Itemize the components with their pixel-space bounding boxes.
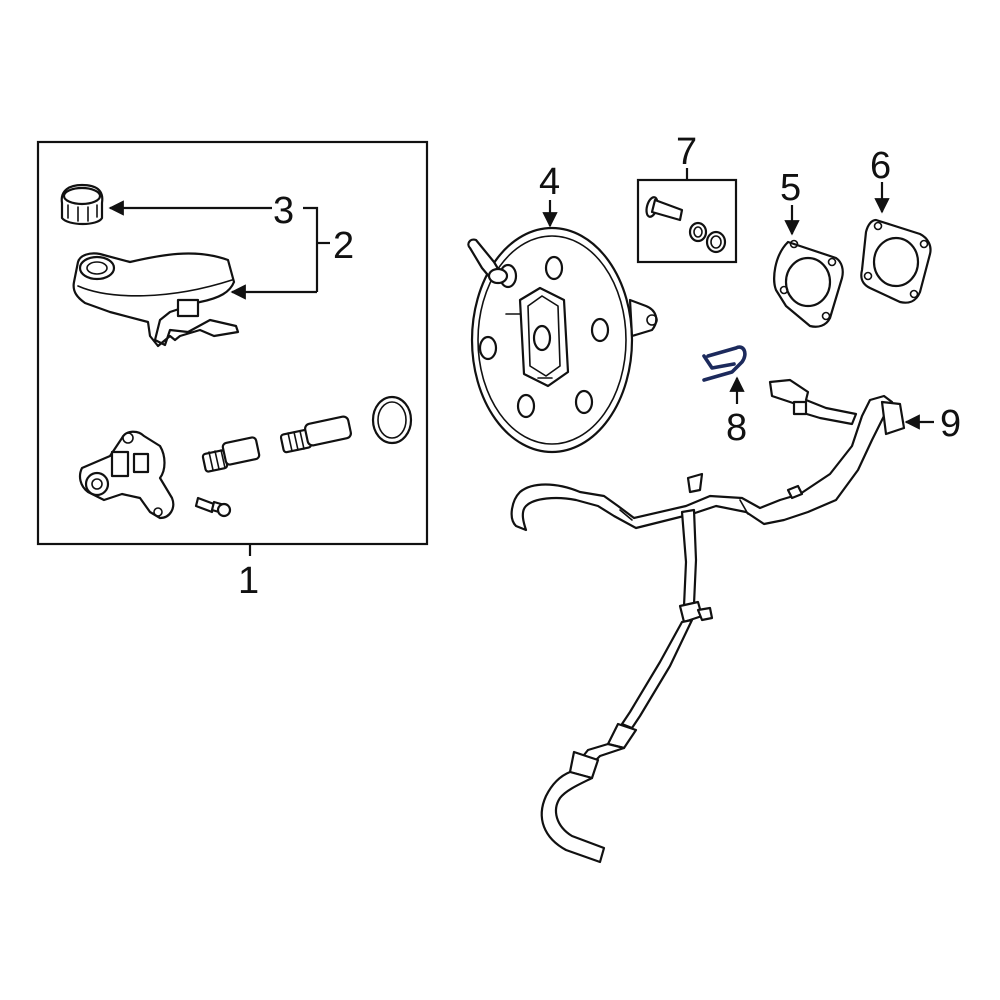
callout-4[interactable]: 4 bbox=[539, 161, 560, 203]
washer-large[interactable] bbox=[705, 230, 727, 254]
booster-bolt[interactable] bbox=[645, 196, 684, 222]
brake-booster[interactable] bbox=[467, 226, 658, 454]
mounting-bolt[interactable] bbox=[194, 496, 232, 518]
hose-clip[interactable] bbox=[702, 345, 747, 382]
master-cylinder-body[interactable] bbox=[78, 430, 175, 520]
gasket-6[interactable] bbox=[860, 218, 932, 304]
callout-2[interactable]: 2 bbox=[333, 225, 354, 267]
brake-fluid-reservoir[interactable] bbox=[72, 252, 240, 348]
callout-7[interactable]: 7 bbox=[676, 131, 697, 173]
callout-8[interactable]: 8 bbox=[726, 407, 747, 449]
piston-long[interactable] bbox=[279, 415, 352, 454]
group-box-master-cylinder bbox=[36, 140, 429, 546]
washer-small[interactable] bbox=[688, 221, 708, 243]
callout-3[interactable]: 3 bbox=[273, 190, 294, 232]
callout-1[interactable]: 1 bbox=[238, 560, 259, 602]
callout-6[interactable]: 6 bbox=[870, 145, 891, 187]
o-ring[interactable] bbox=[371, 395, 413, 445]
reservoir-cap[interactable] bbox=[60, 183, 104, 226]
callout-5[interactable]: 5 bbox=[780, 167, 801, 209]
piston-short[interactable] bbox=[201, 436, 261, 473]
callout-9[interactable]: 9 bbox=[940, 403, 961, 445]
bracket-2 bbox=[303, 206, 319, 292]
vacuum-hose-assembly[interactable] bbox=[510, 378, 906, 864]
gasket-5[interactable] bbox=[773, 239, 844, 328]
